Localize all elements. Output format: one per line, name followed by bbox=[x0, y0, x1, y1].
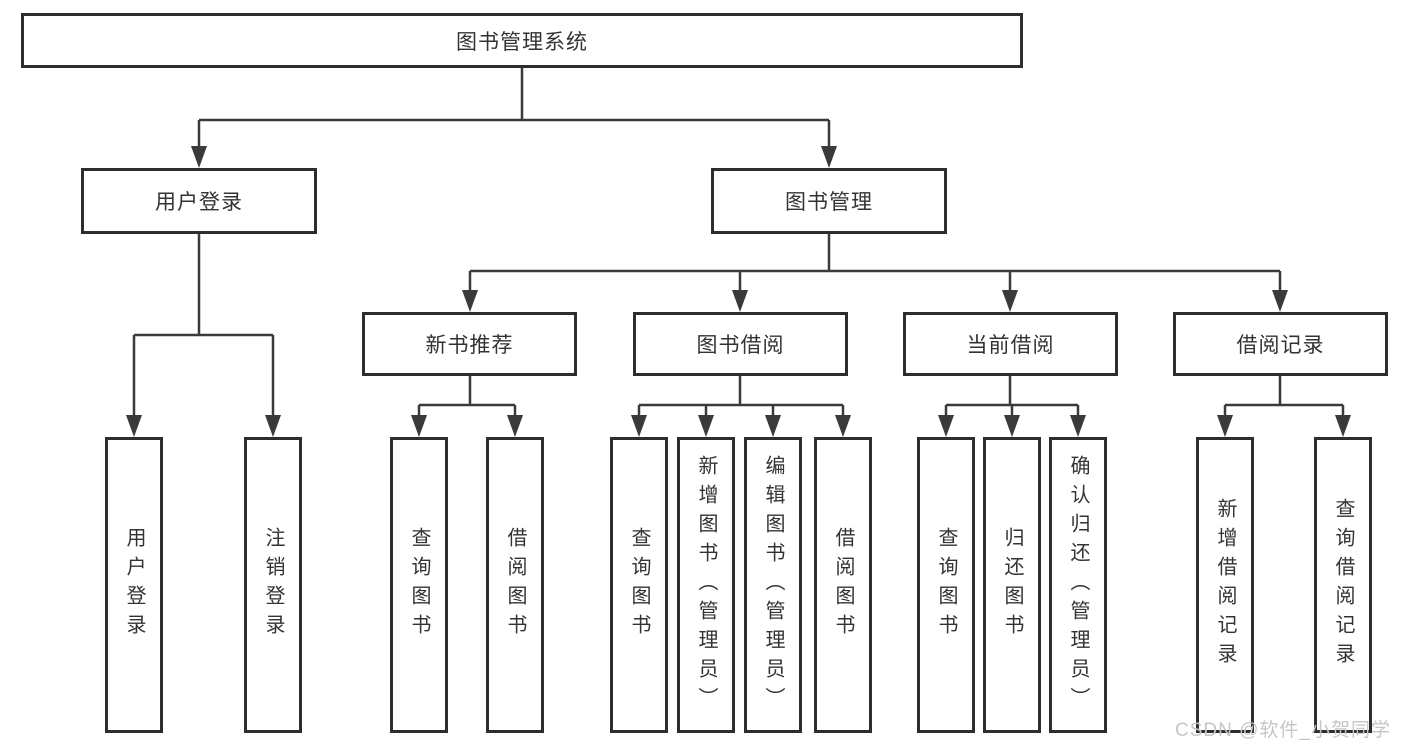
leaf-query-book-current: 查询图书 bbox=[917, 437, 975, 733]
node-book-borrow-label: 图书借阅 bbox=[696, 334, 785, 357]
leaf-return-book: 归还图书 bbox=[983, 437, 1041, 733]
leaf-return-book-label: 归还图书 bbox=[1001, 527, 1023, 643]
leaf-logout-label: 注销登录 bbox=[262, 527, 284, 643]
leaf-borrow-book: 借阅图书 bbox=[814, 437, 872, 733]
node-new-book-recommend-label: 新书推荐 bbox=[425, 334, 514, 357]
node-current-borrow: 当前借阅 bbox=[903, 312, 1118, 376]
leaf-query-book-current-label: 查询图书 bbox=[935, 527, 957, 643]
leaf-add-book-admin-label: 新增图书（管理员） bbox=[695, 454, 717, 716]
leaf-borrow-book-recommend-label: 借阅图书 bbox=[504, 527, 526, 643]
leaf-edit-book-admin: 编辑图书（管理员） bbox=[744, 437, 802, 733]
node-user-login: 用户登录 bbox=[81, 168, 317, 234]
leaf-query-borrow-record-label: 查询借阅记录 bbox=[1332, 498, 1354, 672]
leaf-user-login: 用户登录 bbox=[105, 437, 163, 733]
leaf-user-login-label: 用户登录 bbox=[123, 527, 145, 643]
node-current-borrow-label: 当前借阅 bbox=[966, 334, 1055, 357]
leaf-query-borrow-record: 查询借阅记录 bbox=[1314, 437, 1372, 733]
arrowhead-icons bbox=[126, 146, 1351, 437]
node-new-book-recommend: 新书推荐 bbox=[362, 312, 577, 376]
leaf-logout: 注销登录 bbox=[244, 437, 302, 733]
node-book-management: 图书管理 bbox=[711, 168, 947, 234]
leaf-add-borrow-record-label: 新增借阅记录 bbox=[1214, 498, 1236, 672]
node-user-login-label: 用户登录 bbox=[155, 191, 243, 214]
csdn-watermark: CSDN @软件_小贺同学 bbox=[1175, 720, 1391, 741]
node-book-management-label: 图书管理 bbox=[785, 191, 873, 214]
leaf-add-book-admin: 新增图书（管理员） bbox=[677, 437, 735, 733]
leaf-query-book-recommend: 查询图书 bbox=[390, 437, 448, 733]
node-borrow-record: 借阅记录 bbox=[1173, 312, 1388, 376]
leaf-edit-book-admin-label: 编辑图书（管理员） bbox=[762, 454, 784, 716]
leaf-borrow-book-label: 借阅图书 bbox=[832, 527, 854, 643]
leaf-confirm-return-admin: 确认归还（管理员） bbox=[1049, 437, 1107, 733]
leaf-confirm-return-admin-label: 确认归还（管理员） bbox=[1067, 454, 1089, 716]
leaf-query-book-borrow-label: 查询图书 bbox=[628, 527, 650, 643]
leaf-add-borrow-record: 新增借阅记录 bbox=[1196, 437, 1254, 733]
node-borrow-record-label: 借阅记录 bbox=[1236, 334, 1325, 357]
leaf-borrow-book-recommend: 借阅图书 bbox=[486, 437, 544, 733]
leaf-query-book-recommend-label: 查询图书 bbox=[408, 527, 430, 643]
node-system-root-label: 图书管理系统 bbox=[456, 30, 588, 54]
leaf-query-book-borrow: 查询图书 bbox=[610, 437, 668, 733]
node-system-root: 图书管理系统 bbox=[21, 13, 1023, 68]
node-book-borrow: 图书借阅 bbox=[633, 312, 848, 376]
